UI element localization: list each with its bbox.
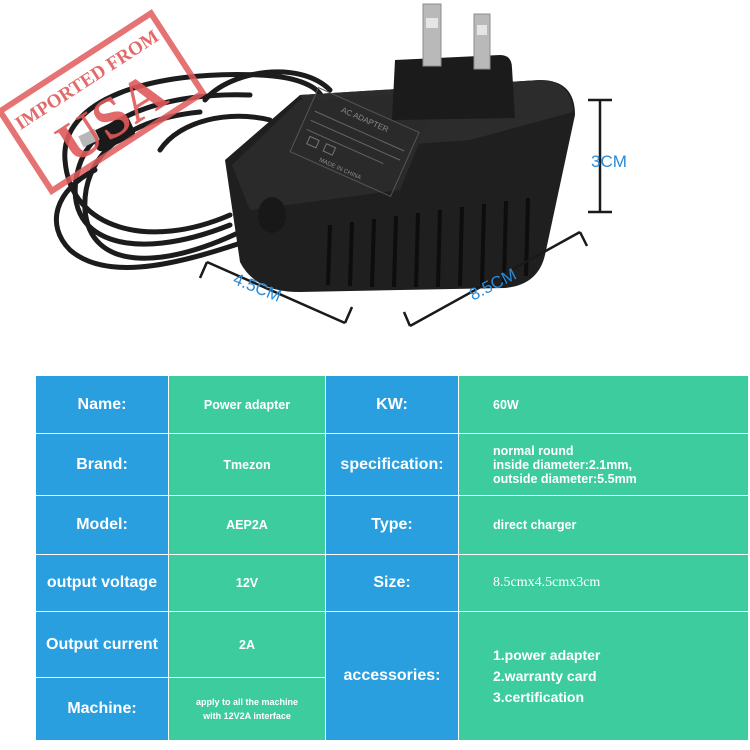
size-value: 8.5cmx4.5cmx3cm (458, 554, 749, 612)
machine-key: Machine: (35, 677, 169, 741)
accessories-line: 2.warranty card (493, 667, 597, 684)
accessories-value: 1.power adapter 2.warranty card 3.certif… (458, 611, 749, 741)
specification-key: specification: (325, 433, 459, 496)
machine-value: apply to all the machine with 12V2A inte… (168, 677, 326, 741)
accessories-line: 1.power adapter (493, 646, 601, 663)
dc-plug (78, 116, 136, 152)
specification-value: normal round inside diameter:2.1mm, outs… (458, 433, 749, 496)
table-row: Machine: apply to all the machine with 1… (35, 677, 749, 741)
kw-value: 60W (458, 375, 749, 434)
table-row: Model: AEP2A Type: direct charger (35, 495, 749, 555)
accessories-key: accessories: (325, 611, 459, 741)
cable-coil (53, 69, 333, 270)
wall-plug (392, 3, 515, 120)
kw-key: KW: (325, 375, 459, 434)
output-current-key: Output current (35, 611, 169, 678)
output-voltage-key: output voltage (35, 554, 169, 612)
brand-key: Brand: (35, 433, 169, 496)
size-key: Size: (325, 554, 459, 612)
model-key: Model: (35, 495, 169, 555)
output-voltage-value: 12V (168, 554, 326, 612)
specification-line: outside diameter:5.5mm (493, 471, 637, 486)
machine-line: with 12V2A interface (203, 711, 291, 721)
specification-line: inside diameter:2.1mm, (493, 457, 632, 472)
table-row: output voltage 12V Size: 8.5cmx4.5cmx3cm (35, 554, 749, 612)
name-key: Name: (35, 375, 169, 434)
dimension-lines (198, 98, 612, 328)
table-row: Brand: Tmezon specification: normal roun… (35, 433, 749, 496)
accessories-line: 3.certification (493, 688, 585, 705)
specification-line: normal round (493, 443, 574, 458)
type-value: direct charger (458, 495, 749, 555)
table-row: Output current 2A accessories: 1.power a… (35, 611, 749, 741)
model-value: AEP2A (168, 495, 326, 555)
brand-value: Tmezon (168, 433, 326, 496)
type-key: Type: (325, 495, 459, 555)
name-value: Power adapter (168, 375, 326, 434)
height-dimension-label: 3CM (591, 152, 627, 171)
machine-line: apply to all the machine (195, 697, 299, 707)
product-photo: AC ADAPTER MADE IN CHINA (53, 3, 612, 328)
specification-table: Name: Power adapter KW: 60W Brand: Tmezo… (35, 375, 749, 741)
imported-from-usa-stamp: IMPORTED FROM USA (0, 9, 207, 196)
output-current-value: 2A (168, 611, 326, 678)
table-row: Name: Power adapter KW: 60W (35, 375, 749, 434)
